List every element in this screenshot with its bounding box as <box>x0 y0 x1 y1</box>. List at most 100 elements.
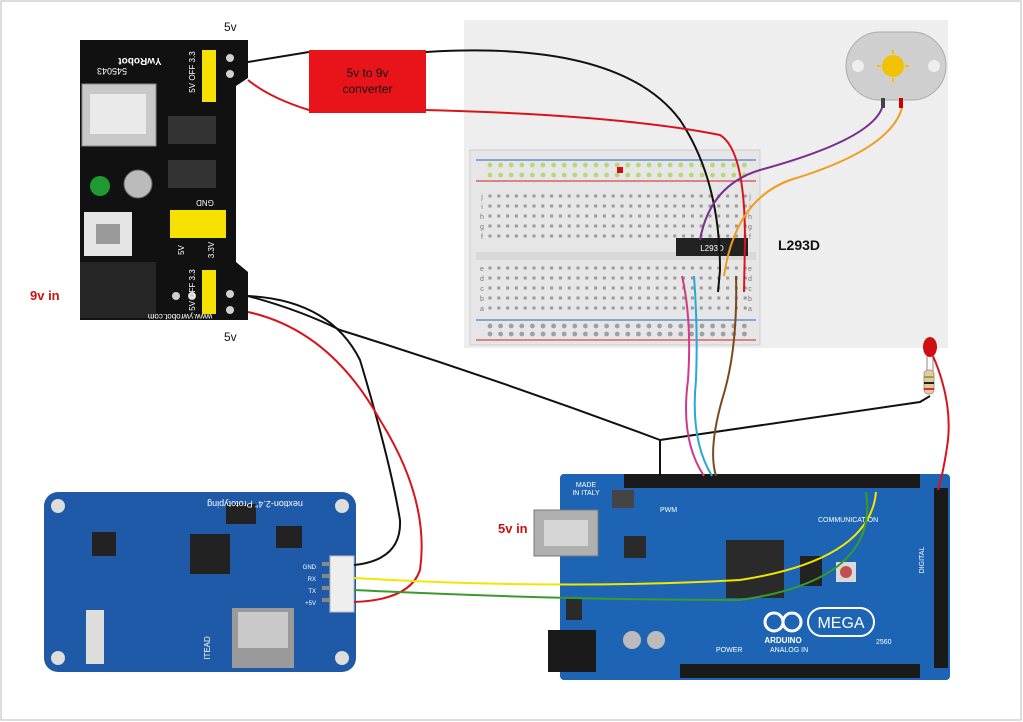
breadboard-hole <box>690 234 694 238</box>
rail-hole <box>689 162 694 168</box>
analog-in-label: ANALOG IN <box>770 647 808 654</box>
breadboard-hole <box>708 214 712 218</box>
rail-hole <box>487 162 493 168</box>
breadboard-hole <box>532 204 536 208</box>
boost-converter: 5v to 9v converter <box>309 50 426 113</box>
breadboard-hole <box>708 204 712 208</box>
breadboard-hole <box>682 266 686 270</box>
breadboard-hole <box>506 306 510 310</box>
breadboard-hole <box>514 224 518 228</box>
breadboard-hole <box>690 296 694 300</box>
rail-hole <box>572 323 578 329</box>
breadboard-hole <box>567 306 571 310</box>
breadboard-hole <box>523 214 527 218</box>
rail-hole <box>742 331 747 337</box>
nextion-brand: ITEAD <box>203 636 212 660</box>
breadboard-hole <box>602 214 606 218</box>
breadboard-hole <box>699 276 703 280</box>
breadboard-hole <box>567 194 571 198</box>
breadboard-hole <box>576 224 580 228</box>
pin-33-label: 3.3V <box>207 241 216 258</box>
breadboard-hole <box>585 234 589 238</box>
mega-model: MEGA <box>817 615 864 632</box>
breadboard-hole <box>734 266 738 270</box>
breadboard-hole <box>655 194 659 198</box>
breadboard-hole <box>620 204 624 208</box>
rail-hole <box>551 172 556 178</box>
breadboard-hole <box>638 194 642 198</box>
rail-hole <box>678 331 684 337</box>
breadboard-hole <box>523 296 527 300</box>
breadboard-hole <box>646 194 650 198</box>
breadboard-hole <box>646 296 650 300</box>
breadboard-hole <box>734 234 738 238</box>
breadboard-hole <box>497 224 501 228</box>
breadboard-hole <box>726 214 730 218</box>
breadboard-hole <box>620 276 624 280</box>
atmega-chip <box>726 540 784 598</box>
breadboard-hole <box>629 224 633 228</box>
digital-label: DIGITAL <box>919 547 926 574</box>
breadboard-hole <box>708 194 712 198</box>
breadboard-hole <box>532 306 536 310</box>
breadboard-hole <box>567 286 571 290</box>
rail-hole <box>636 162 641 168</box>
mega-input-label: 5v in <box>498 521 528 536</box>
breadboard-hole <box>708 234 712 238</box>
breadboard-hole <box>576 234 580 238</box>
breadboard-hole <box>602 234 606 238</box>
breadboard-row-letter: c <box>480 286 484 293</box>
breadboard-hole <box>497 234 501 238</box>
chip-marking: L293D <box>700 244 724 253</box>
breadboard-hole <box>655 276 659 280</box>
breadboard-hole <box>743 194 747 198</box>
breadboard-hole <box>585 306 589 310</box>
breadboard-hole <box>541 224 545 228</box>
breadboard-hole <box>550 306 554 310</box>
breadboard-row-letter: f <box>749 234 751 241</box>
breadboard-hole <box>523 286 527 290</box>
breadboard-hole <box>646 224 650 228</box>
breadboard-hole <box>514 234 518 238</box>
breadboard-hole <box>726 266 730 270</box>
breadboard-hole <box>594 266 598 270</box>
breadboard-hole <box>585 204 589 208</box>
rail-hole <box>720 323 726 329</box>
rail-hole <box>561 162 567 168</box>
psu-top-5v-label: 5v <box>224 20 237 34</box>
rail-hole <box>593 323 599 329</box>
breadboard-hole <box>708 306 712 310</box>
breadboard-hole <box>620 296 624 300</box>
rail-hole <box>710 323 715 329</box>
breadboard-hole <box>576 194 580 198</box>
rail-hole <box>646 331 652 337</box>
breadboard-hole <box>594 276 598 280</box>
rail-hole <box>678 162 684 168</box>
breadboard-hole <box>514 306 518 310</box>
breadboard-hole <box>708 296 712 300</box>
breadboard-hole <box>638 276 642 280</box>
breadboard-hole <box>488 266 492 270</box>
rail-hole <box>667 162 673 168</box>
breadboard-hole <box>734 214 738 218</box>
breadboard-hole <box>558 204 562 208</box>
breadboard-hole <box>541 214 545 218</box>
breadboard-hole <box>506 266 510 270</box>
breadboard-hole <box>717 266 721 270</box>
breadboard-hole <box>664 214 668 218</box>
rail-hole <box>530 331 535 337</box>
breadboard-hole <box>506 214 510 218</box>
breadboard-hole <box>620 266 624 270</box>
breadboard-hole <box>532 286 536 290</box>
breadboard-hole <box>497 204 501 208</box>
rail-hole <box>540 331 546 337</box>
rail-hole <box>583 172 588 178</box>
breadboard-hole <box>558 286 562 290</box>
breadboard-hole <box>550 286 554 290</box>
breadboard-hole <box>532 224 536 228</box>
breadboard-hole <box>717 224 721 228</box>
rail-hole <box>519 172 525 178</box>
rail-hole <box>667 323 673 329</box>
breadboard-hole <box>594 194 598 198</box>
breadboard-hole <box>655 224 659 228</box>
